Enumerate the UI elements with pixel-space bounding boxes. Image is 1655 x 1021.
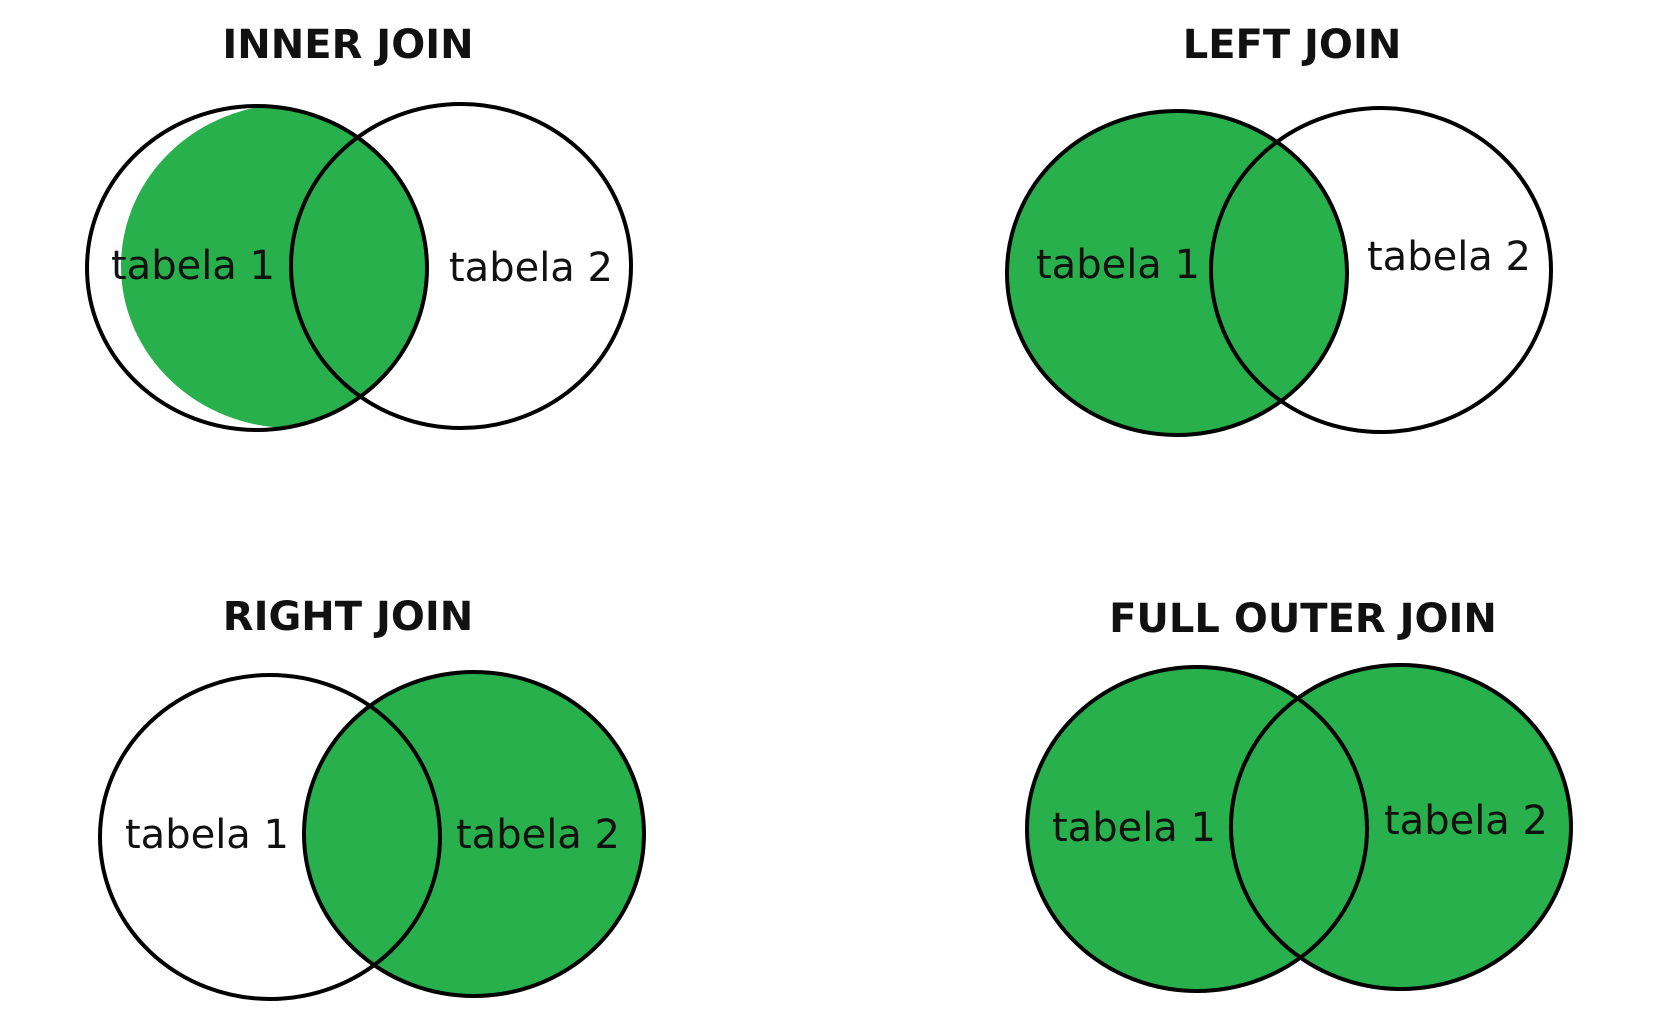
diagram-right-join: RIGHT JOIN tabela 1 tabela 2	[98, 594, 646, 1001]
diagram-title: LEFT JOIN	[1183, 22, 1402, 68]
right-circle	[1229, 663, 1573, 991]
left-circle	[1005, 109, 1349, 437]
left-label: tabela 1	[111, 243, 275, 289]
diagram-inner-join: INNER JOIN tabela 1 tabela 2	[85, 22, 633, 432]
left-label: tabela 1	[125, 812, 289, 858]
diagram-title: RIGHT JOIN	[223, 594, 473, 640]
left-label: tabela 1	[1052, 805, 1216, 851]
diagram-title: FULL OUTER JOIN	[1109, 596, 1497, 642]
right-label: tabela 2	[449, 245, 613, 291]
right-circle	[1209, 106, 1553, 434]
diagram-left-join: LEFT JOIN tabela 1 tabela 2	[1005, 22, 1553, 437]
left-label: tabela 1	[1036, 242, 1200, 288]
right-label: tabela 2	[1367, 234, 1531, 280]
intersection-region	[1231, 667, 1367, 989]
intersection-region	[1211, 111, 1347, 432]
right-circle	[289, 102, 633, 430]
left-circle	[98, 673, 442, 1001]
intersection-region	[304, 675, 440, 996]
left-circle	[1025, 665, 1369, 993]
diagram-title: INNER JOIN	[222, 22, 473, 68]
right-circle	[302, 670, 646, 998]
right-label: tabela 2	[456, 812, 620, 858]
left-circle	[85, 104, 429, 432]
diagram-full-outer-join: FULL OUTER JOIN tabela 1 tabela 2	[1025, 596, 1573, 993]
right-label: tabela 2	[1384, 798, 1548, 844]
